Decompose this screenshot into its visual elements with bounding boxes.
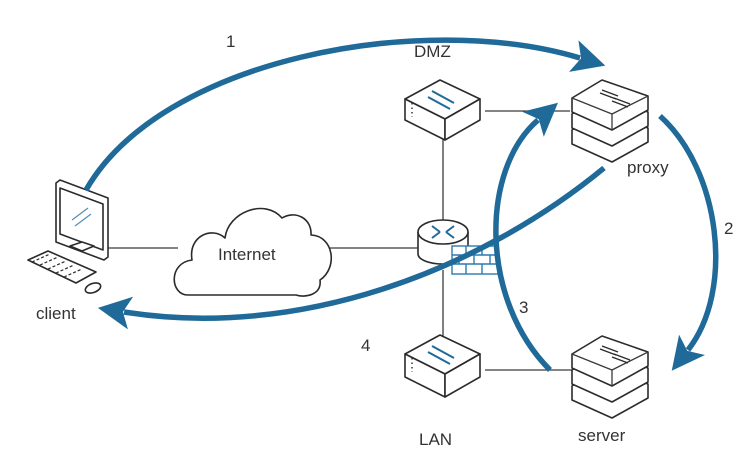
flow-arrow-4 bbox=[97, 165, 606, 330]
server-label: server bbox=[578, 426, 626, 445]
internet-cloud-icon bbox=[173, 207, 333, 297]
network-links bbox=[108, 110, 573, 371]
step-3-label: 3 bbox=[519, 298, 528, 317]
lan-switch-icon[interactable] bbox=[404, 334, 481, 398]
flow-arrow-1 bbox=[83, 37, 606, 192]
flow-arrow-2 bbox=[658, 113, 719, 371]
request-flows bbox=[83, 37, 719, 372]
proxy-label: proxy bbox=[627, 158, 669, 177]
dmz-label: DMZ bbox=[414, 42, 451, 61]
switch-arrows-icon bbox=[431, 90, 455, 104]
proxy-server-icon[interactable] bbox=[571, 79, 649, 163]
dmz-switch-icon[interactable] bbox=[404, 79, 481, 141]
step-4-label: 4 bbox=[361, 336, 370, 355]
lan-label: LAN bbox=[419, 430, 452, 449]
step-2-label: 2 bbox=[724, 219, 733, 238]
internet-label: Internet bbox=[218, 245, 276, 264]
flow-arrow-3 bbox=[493, 102, 558, 372]
client-computer-icon[interactable] bbox=[27, 179, 109, 295]
client-label: client bbox=[36, 304, 76, 323]
step-1-label: 1 bbox=[226, 32, 235, 51]
app-server-icon[interactable] bbox=[571, 335, 649, 419]
switch-arrows-icon bbox=[431, 345, 455, 359]
